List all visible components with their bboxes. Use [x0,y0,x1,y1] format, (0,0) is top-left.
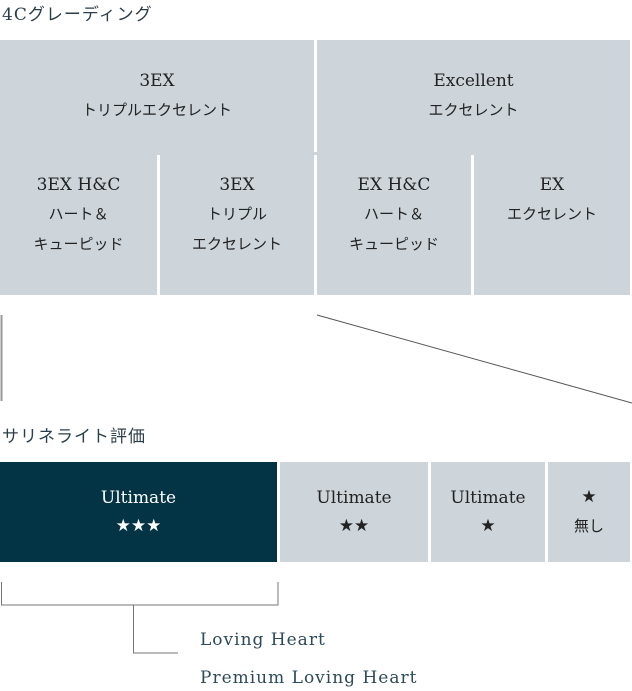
bracket [1,582,279,606]
rating-title: サリネライト評価 [2,427,146,447]
grade-desc: トリプル [206,205,267,223]
connector-diagonal [316,314,632,404]
rating-cell-highlight: Ultimate ★★★ [0,462,277,562]
grade-cell: EX H&C ハート＆ キューピッド [317,155,471,295]
rating-label: Ultimate [450,488,526,508]
brand-premium-loving-heart: Premium Loving Heart [200,668,418,688]
grade-desc: エクセレント [506,205,597,223]
group-sub: エクセレント [428,101,519,119]
group-3ex: 3EX トリプルエクセレント [0,40,314,152]
grade-name: EX H&C [357,175,431,195]
grade-cell: 3EX トリプル エクセレント [160,155,314,295]
rating-stars: ★★ [338,516,370,536]
rating-label: Ultimate [100,488,177,508]
grade-desc: キューピッド [33,235,124,253]
rating-label: Ultimate [316,488,392,508]
rating-cell: Ultimate ★ [431,462,545,562]
grade-desc: ハート＆ [363,205,424,223]
group-sub: トリプルエクセレント [81,101,232,119]
grade-cell: 3EX H&C ハート＆ キューピッド [0,155,157,295]
group-name: 3EX [139,71,175,91]
bracket-stem [133,605,178,654]
grade-name: 3EX [219,175,255,195]
group-name: Excellent [433,71,514,91]
rating-cell: ★ 無し [548,462,630,562]
grade-desc: エクセレント [191,235,282,253]
grade-desc: キューピッド [348,235,439,253]
rating-stars: ★ [480,516,496,536]
grade-desc: ハート＆ [48,205,109,223]
rating-stars: ★★★ [115,516,162,536]
rating-label: 無し [573,517,604,535]
grade-name: EX [539,175,565,195]
grade-cell: EX エクセレント [474,155,630,295]
grade-name: 3EX H&C [36,175,121,195]
group-excellent: Excellent エクセレント [317,40,630,152]
rating-stars: ★ [581,487,597,507]
brand-loving-heart: Loving Heart [200,630,326,650]
rating-cell: Ultimate ★★ [280,462,428,562]
grading-title: 4Cグレーディング [2,5,153,25]
